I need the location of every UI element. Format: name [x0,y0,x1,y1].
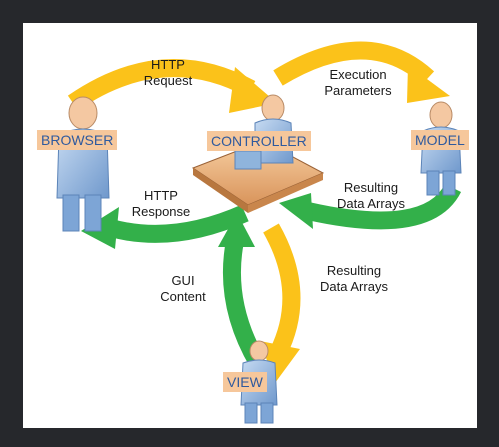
arrow-controller-to-view [260,223,301,383]
browser-label: BROWSER [37,130,118,150]
flow-label-line: Response [131,204,191,219]
view-label: VIEW [223,372,267,392]
controller-label: CONTROLLER [207,131,311,151]
model-label: MODEL [411,130,469,150]
diagram-canvas: BROWSER CONTROLLER MODEL VIEW HTTP Reque… [23,23,477,428]
diagram-graphics [56,41,462,424]
arrow-model-to-controller [279,183,462,230]
flow-label-line: Resulting [326,263,382,278]
arrow-view-to-controller [218,213,266,368]
flow-label-http-response: HTTP Response [121,188,201,220]
flow-label-execution-parameters: Execution Parameters [313,67,403,99]
flow-label-line: HTTP [151,57,185,72]
arrow-controller-to-model [273,41,450,103]
flow-label-http-request: HTTP Request [128,57,208,89]
flow-label-line: Resulting [343,180,399,195]
flow-label-line: GUI [171,273,195,288]
flow-label-line: Data Arrays [320,279,388,294]
flow-label-model-results: Resulting Data Arrays [323,180,419,212]
flow-label-line: HTTP [144,188,178,203]
browser-person-figure [56,96,110,232]
flow-label-line: Execution [329,67,387,82]
controller-person-desk [191,94,325,213]
flow-label-gui-content: GUI Content [151,273,215,305]
flow-label-line: Request [143,73,193,88]
flow-label-line: Data Arrays [337,196,405,211]
flow-label-view-results: Resulting Data Arrays [306,263,402,295]
flow-label-line: Parameters [324,83,392,98]
flow-label-line: Content [160,289,206,304]
